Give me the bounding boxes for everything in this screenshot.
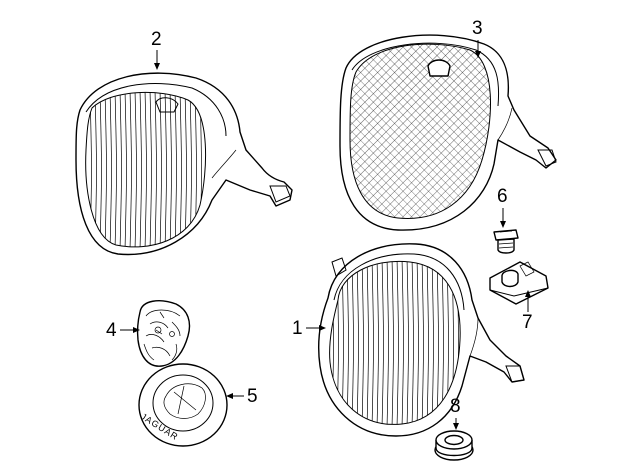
grille-slat <box>179 92 182 247</box>
callout-1: 1 <box>292 318 326 339</box>
grille-slat <box>371 261 374 425</box>
callout-2: 2 <box>151 29 162 70</box>
callout-8: 8 <box>450 396 461 430</box>
grille-slat <box>376 261 379 425</box>
callout-4: 4 <box>106 320 140 341</box>
callout-label-6: 6 <box>497 186 508 207</box>
grille-slat <box>104 92 107 247</box>
callout-label-3: 3 <box>472 18 483 39</box>
callout-5: 5 <box>226 386 258 407</box>
grille-bottom-right <box>318 243 525 437</box>
grille-slat <box>426 261 429 425</box>
callout-3: 3 <box>472 18 483 58</box>
grille-slat <box>124 92 127 247</box>
grille-slat <box>421 261 424 425</box>
grille-slat <box>144 92 147 247</box>
grille-slat <box>164 92 167 247</box>
callout-7: 7 <box>522 290 533 333</box>
callout-label-1: 1 <box>292 318 303 339</box>
grille-slat <box>356 261 359 425</box>
grille-slat <box>351 261 354 425</box>
callout-6: 6 <box>497 186 508 228</box>
grille-slat <box>391 261 394 425</box>
grille-slat <box>119 92 122 247</box>
grille-slat <box>174 92 177 247</box>
grille-slat <box>129 92 132 247</box>
grille-slat <box>406 261 409 425</box>
grille-slat <box>396 261 399 425</box>
grille-slat <box>134 92 137 247</box>
mesh-grille <box>339 34 557 231</box>
grille-slat <box>431 261 434 425</box>
grille-slat <box>184 92 187 247</box>
grille-slat <box>436 261 439 425</box>
grille-slat <box>401 261 404 425</box>
grille-slat <box>381 261 384 425</box>
grille-slat <box>159 92 162 247</box>
grille-slat <box>386 261 389 425</box>
callout-label-2: 2 <box>151 29 162 50</box>
grille-slat <box>114 92 117 247</box>
grille-slat <box>139 92 142 247</box>
emblem: JAGUAR <box>138 363 228 447</box>
grille-slat <box>169 92 172 247</box>
callout-label-4: 4 <box>106 320 117 341</box>
grille-slat <box>154 92 157 247</box>
grille-slat <box>99 92 102 247</box>
grille-slat <box>149 92 152 247</box>
grille-slat <box>366 261 369 425</box>
grille-slat <box>109 92 112 247</box>
grille-slat <box>416 261 419 425</box>
grille-slat <box>361 261 364 425</box>
callout-label-5: 5 <box>247 386 258 407</box>
callout-label-8: 8 <box>450 396 461 417</box>
grommet <box>434 430 474 461</box>
leaper-badge <box>136 300 191 367</box>
screw <box>493 229 519 254</box>
clip-nut <box>489 261 549 305</box>
grille-top-left <box>75 72 293 256</box>
grille-slat <box>346 261 349 425</box>
callout-label-7: 7 <box>522 312 533 333</box>
grille-slat <box>411 261 414 425</box>
